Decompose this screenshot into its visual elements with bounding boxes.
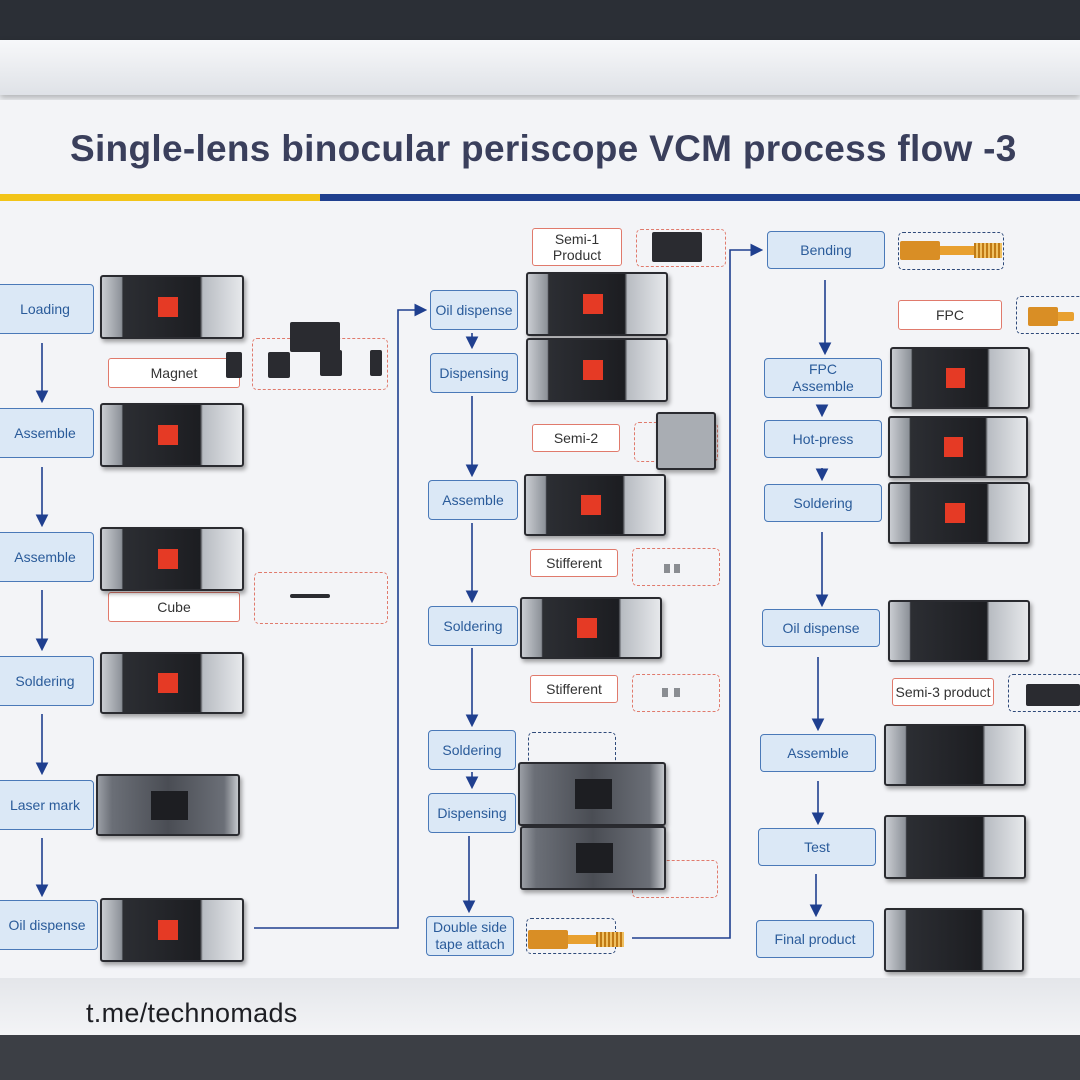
label-magnet: Magnet (108, 358, 240, 388)
step-soldering: Soldering (0, 656, 94, 706)
magnet-part-2 (268, 352, 290, 378)
vcm-part-hot-press (888, 416, 1028, 478)
vcm-part-semi-1-b (526, 338, 668, 402)
vcm-part-assemble-3 (524, 474, 666, 536)
vcm-part-assemble-2 (100, 527, 244, 591)
cube-sample-box (254, 572, 388, 624)
stifferent-sample-box-1 (632, 548, 720, 586)
bending-sample-box (898, 232, 1004, 270)
step-final-product: Final product (756, 920, 874, 958)
step-assemble-4: Assemble (760, 734, 876, 772)
fpc-tape-part (528, 930, 624, 949)
label-semi-3-product: Semi-3 product (892, 678, 994, 706)
step-dispensing-1: Dispensing (430, 353, 518, 393)
step-fpc-assemble: FPC Assemble (764, 358, 882, 398)
step-soldering-3: Soldering (428, 730, 516, 770)
step-double-side-tape-attach: Double side tape attach (426, 916, 514, 956)
vcm-part-fpc-assemble (890, 347, 1030, 409)
step-assemble-2: Assemble (0, 532, 94, 582)
stiffener-piece-1 (664, 564, 670, 573)
vcm-part-test (884, 815, 1026, 879)
accent-bar-blue (320, 194, 1080, 201)
vcm-part-soldering (100, 652, 244, 714)
vcm-part-assemble-4 (884, 724, 1026, 786)
label-stifferent-1: Stifferent (530, 549, 618, 577)
vcm-part-oil-dispense (100, 898, 244, 962)
label-semi-1-product: Semi-1 Product (532, 228, 622, 266)
step-assemble-1: Assemble (0, 408, 94, 458)
vcm-part-laser-mark (96, 774, 240, 836)
fpc-sample-box (1016, 296, 1080, 334)
vcm-part-soldering-2 (520, 597, 662, 659)
vcm-part-oil-dispense-3 (888, 600, 1030, 662)
vcm-part-soldering-3 (888, 482, 1030, 544)
magnet-part-4 (370, 350, 382, 376)
accent-bar-yellow (0, 194, 320, 201)
semi-3-sample (1026, 684, 1080, 706)
label-semi-2: Semi-2 (532, 424, 620, 452)
step-oil-dispense: Oil dispense (0, 900, 98, 950)
stiffener-piece-3 (662, 688, 668, 697)
label-cube: Cube (108, 592, 240, 622)
stiffener-piece-2 (674, 564, 680, 573)
vcm-part-metal-1 (518, 762, 666, 826)
bottom-ledge (0, 978, 1080, 1038)
step-bending: Bending (767, 231, 885, 269)
step-test: Test (758, 828, 876, 866)
cube-part (290, 594, 330, 598)
label-fpc: FPC (898, 300, 1002, 330)
step-soldering-4: Soldering (764, 484, 882, 522)
vcm-part-metal-2 (520, 826, 666, 890)
step-dispensing-2: Dispensing (428, 793, 516, 833)
semi-3-sample-box (1008, 674, 1080, 712)
stifferent-sample-box-2 (632, 674, 720, 712)
floor (0, 1035, 1080, 1080)
step-oil-dispense-2: Oil dispense (430, 290, 518, 330)
stiffener-piece-4 (674, 688, 680, 697)
top-rail (0, 40, 1080, 95)
step-hot-press: Hot-press (764, 420, 882, 458)
vcm-part-assemble-1 (100, 403, 244, 467)
step-soldering-2: Soldering (428, 606, 518, 646)
page-title: Single-lens binocular periscope VCM proc… (70, 128, 1017, 169)
step-loading: Loading (0, 284, 94, 334)
step-assemble-3: Assemble (428, 480, 518, 520)
magnet-part-3 (320, 350, 342, 376)
semi-1-sample (652, 232, 702, 262)
semi-1-sample-box (636, 229, 726, 267)
step-laser-mark: Laser mark (0, 780, 94, 830)
watermark: t.me/technomads (86, 998, 298, 1028)
fpc-sample-part (1028, 307, 1074, 326)
vcm-part-semi-1-a (526, 272, 668, 336)
step-oil-dispense-3: Oil dispense (762, 609, 880, 647)
vcm-part-loading (100, 275, 244, 339)
vcm-part-final-product (884, 908, 1024, 972)
label-stifferent-2: Stifferent (530, 675, 618, 703)
vcm-frame-semi-2 (656, 412, 716, 470)
magnet-part-large (290, 322, 340, 352)
fpc-bent-part (900, 241, 1002, 260)
magnet-part-1 (226, 352, 242, 378)
